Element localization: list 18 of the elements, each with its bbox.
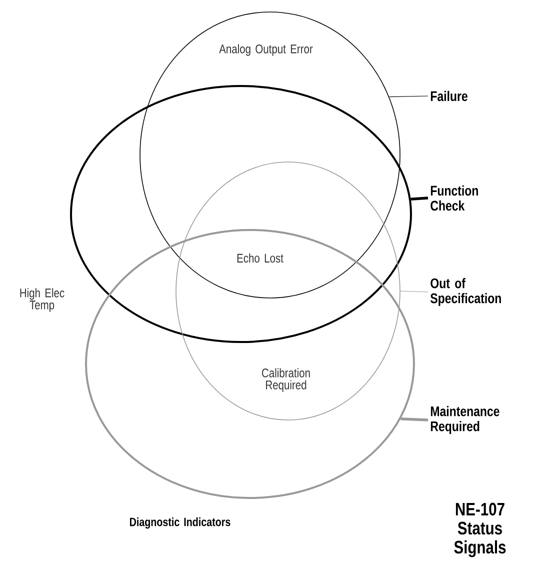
leader-line xyxy=(388,96,428,98)
ellipse-outline xyxy=(176,162,400,420)
leader-line xyxy=(400,417,428,422)
title: NE-107 Status Signals xyxy=(454,502,506,558)
caption-text: Diagnostic Indicators xyxy=(130,517,230,529)
leader-line xyxy=(410,196,428,201)
ellipse-outline xyxy=(85,229,415,499)
status-label: Out of Specification xyxy=(430,278,501,306)
region-label: Analog Output Error xyxy=(219,44,313,56)
leader-line xyxy=(400,290,428,292)
region-label: Echo Lost xyxy=(237,253,284,263)
ellipse-outline xyxy=(70,85,412,343)
ellipse-outline xyxy=(140,12,400,298)
region-label: Calibration Required xyxy=(262,368,310,392)
status-label: Failure xyxy=(430,90,468,102)
status-label: Function Check xyxy=(430,185,478,211)
status-label: Maintenance Required xyxy=(430,406,500,434)
region-label: High Elec Temp xyxy=(20,288,64,312)
